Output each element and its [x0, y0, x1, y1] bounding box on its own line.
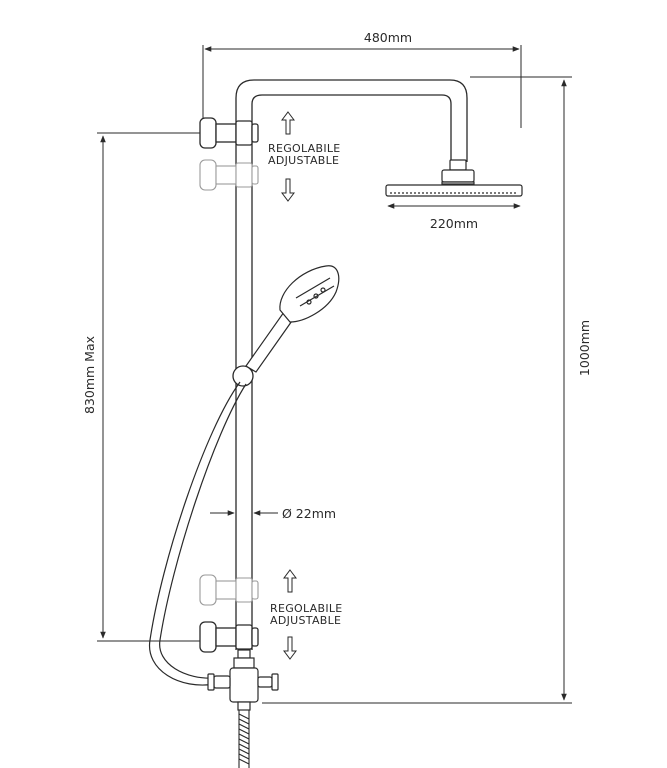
shower-hose [148, 381, 247, 686]
diverter-valve [207, 649, 279, 711]
bottom-adjust-label-it: REGOLABILE [270, 602, 343, 615]
hand-shower [245, 265, 340, 373]
top-adjust-label-en: ADJUSTABLE [268, 154, 339, 167]
supply-hose [238, 710, 250, 768]
arrow-down-icon [281, 178, 295, 202]
shower-head [385, 159, 523, 197]
head-diameter-label: 220mm [430, 216, 478, 231]
top-wall-bracket [199, 117, 259, 149]
arrow-up-icon [283, 569, 297, 593]
arrow-up-icon [281, 111, 295, 135]
width-dimension [202, 45, 522, 128]
total-height-dimension [262, 76, 572, 704]
max-height-label: 830mm Max [82, 336, 97, 414]
bottom-wall-bracket [199, 621, 259, 653]
arrow-down-icon [283, 636, 297, 660]
hand-shower-slider [232, 365, 254, 387]
overhead-arm [235, 79, 468, 162]
bottom-adjust-arrows [283, 569, 297, 660]
total-height-label: 1000mm [577, 320, 592, 376]
top-bracket-ghost [199, 159, 259, 191]
width-label: 480mm [364, 30, 412, 45]
top-adjust-arrows [281, 111, 295, 202]
bottom-adjust-label-en: ADJUSTABLE [270, 614, 341, 627]
bar-diameter-label: Ø 22mm [282, 506, 336, 521]
top-adjust-label-it: REGOLABILE [268, 142, 341, 155]
max-height-dimension [97, 132, 203, 642]
bottom-bracket-ghost [199, 574, 259, 606]
